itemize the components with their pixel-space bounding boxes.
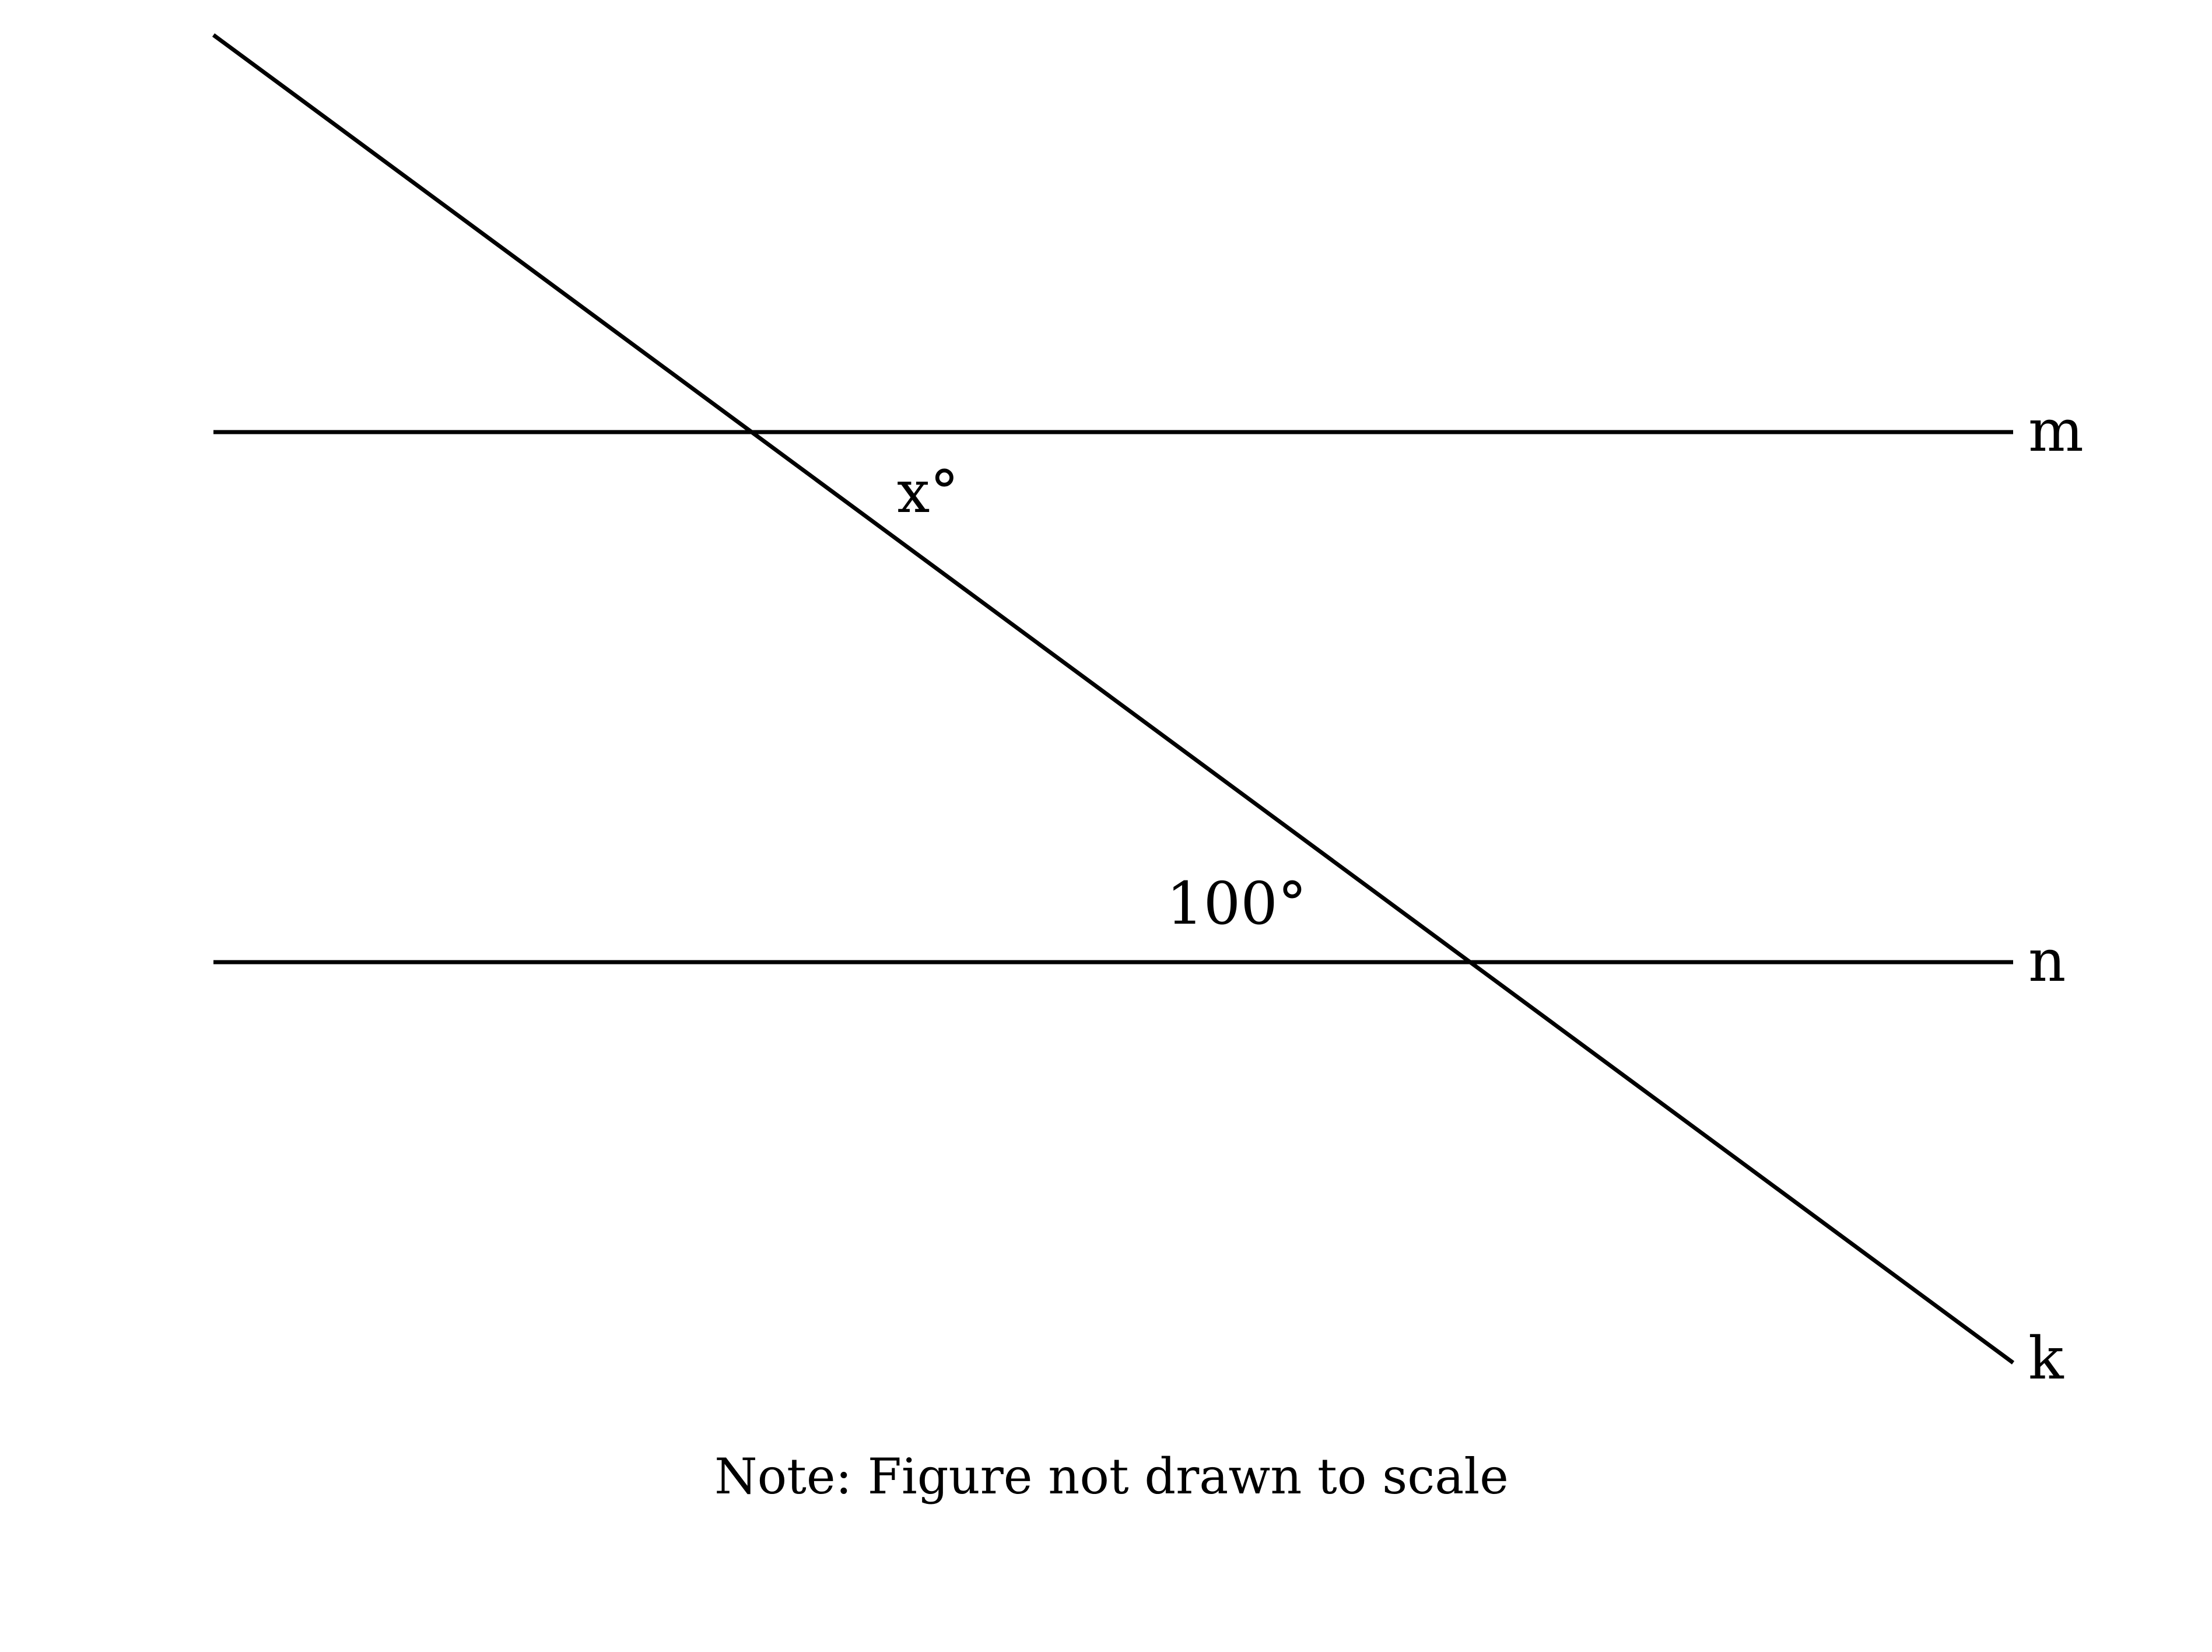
note-not-to-scale: Note: Figure not drawn to scale [714, 1448, 1509, 1505]
angle-label-x: x° [897, 458, 959, 526]
label-line-m: m [2028, 397, 2084, 465]
line-k-transversal [212, 33, 2015, 1365]
label-line-n: n [2028, 927, 2066, 995]
label-line-k: k [2028, 1324, 2064, 1393]
angle-label-100: 100° [1166, 869, 1307, 938]
